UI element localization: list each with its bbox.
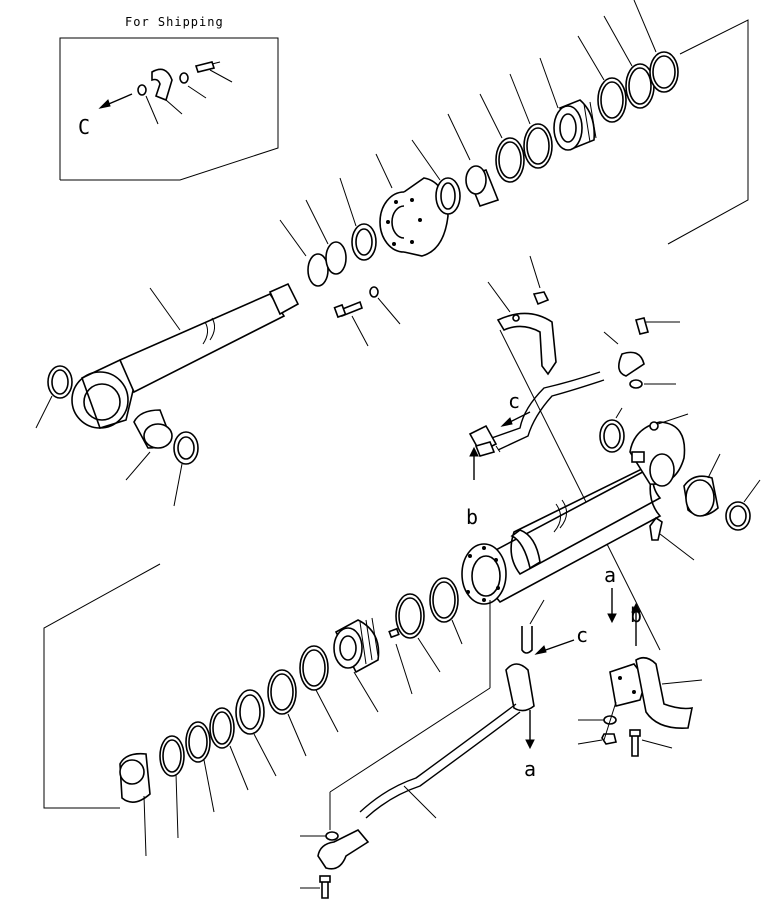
grease-fitting	[649, 516, 663, 541]
piston-lower	[333, 617, 380, 713]
retaining-ring	[307, 253, 329, 287]
shipping-inset: For Shipping C	[59, 15, 279, 181]
tube-assembly: c b	[329, 255, 761, 830]
pipe-bracket-assembly: c a a b	[300, 563, 703, 899]
clamp	[496, 312, 557, 376]
arrow-b-rod: b	[466, 446, 479, 529]
arrow-b-bracket: b	[630, 602, 642, 646]
inset-title: For Shipping	[125, 15, 224, 29]
arrow-a-pipe: a	[524, 710, 536, 781]
pipe-elbow	[505, 663, 535, 712]
piston-upper	[539, 57, 597, 151]
rod-assembly	[35, 0, 749, 507]
label-c-rod: c	[508, 389, 520, 413]
arrow-c-pipe: c	[534, 623, 588, 655]
label-a-pipe: a	[524, 757, 536, 781]
piston-seal-set	[43, 563, 463, 857]
tube-port	[631, 451, 645, 463]
pipe-flange	[317, 829, 370, 870]
arrow-c-rod: c	[500, 389, 531, 427]
arrow-a-bracket: a	[604, 563, 617, 624]
shipping-parts	[137, 61, 233, 125]
piston-rod	[118, 292, 286, 394]
label-c-inset: C	[78, 115, 90, 139]
label-b-rod: b	[466, 505, 478, 529]
arrow-c-inset: C	[78, 93, 133, 139]
bracket-strap	[635, 656, 694, 729]
label-a-bracket: a	[604, 563, 616, 587]
label-c-pipe: c	[576, 623, 588, 647]
label-b-bracket: b	[630, 603, 642, 627]
